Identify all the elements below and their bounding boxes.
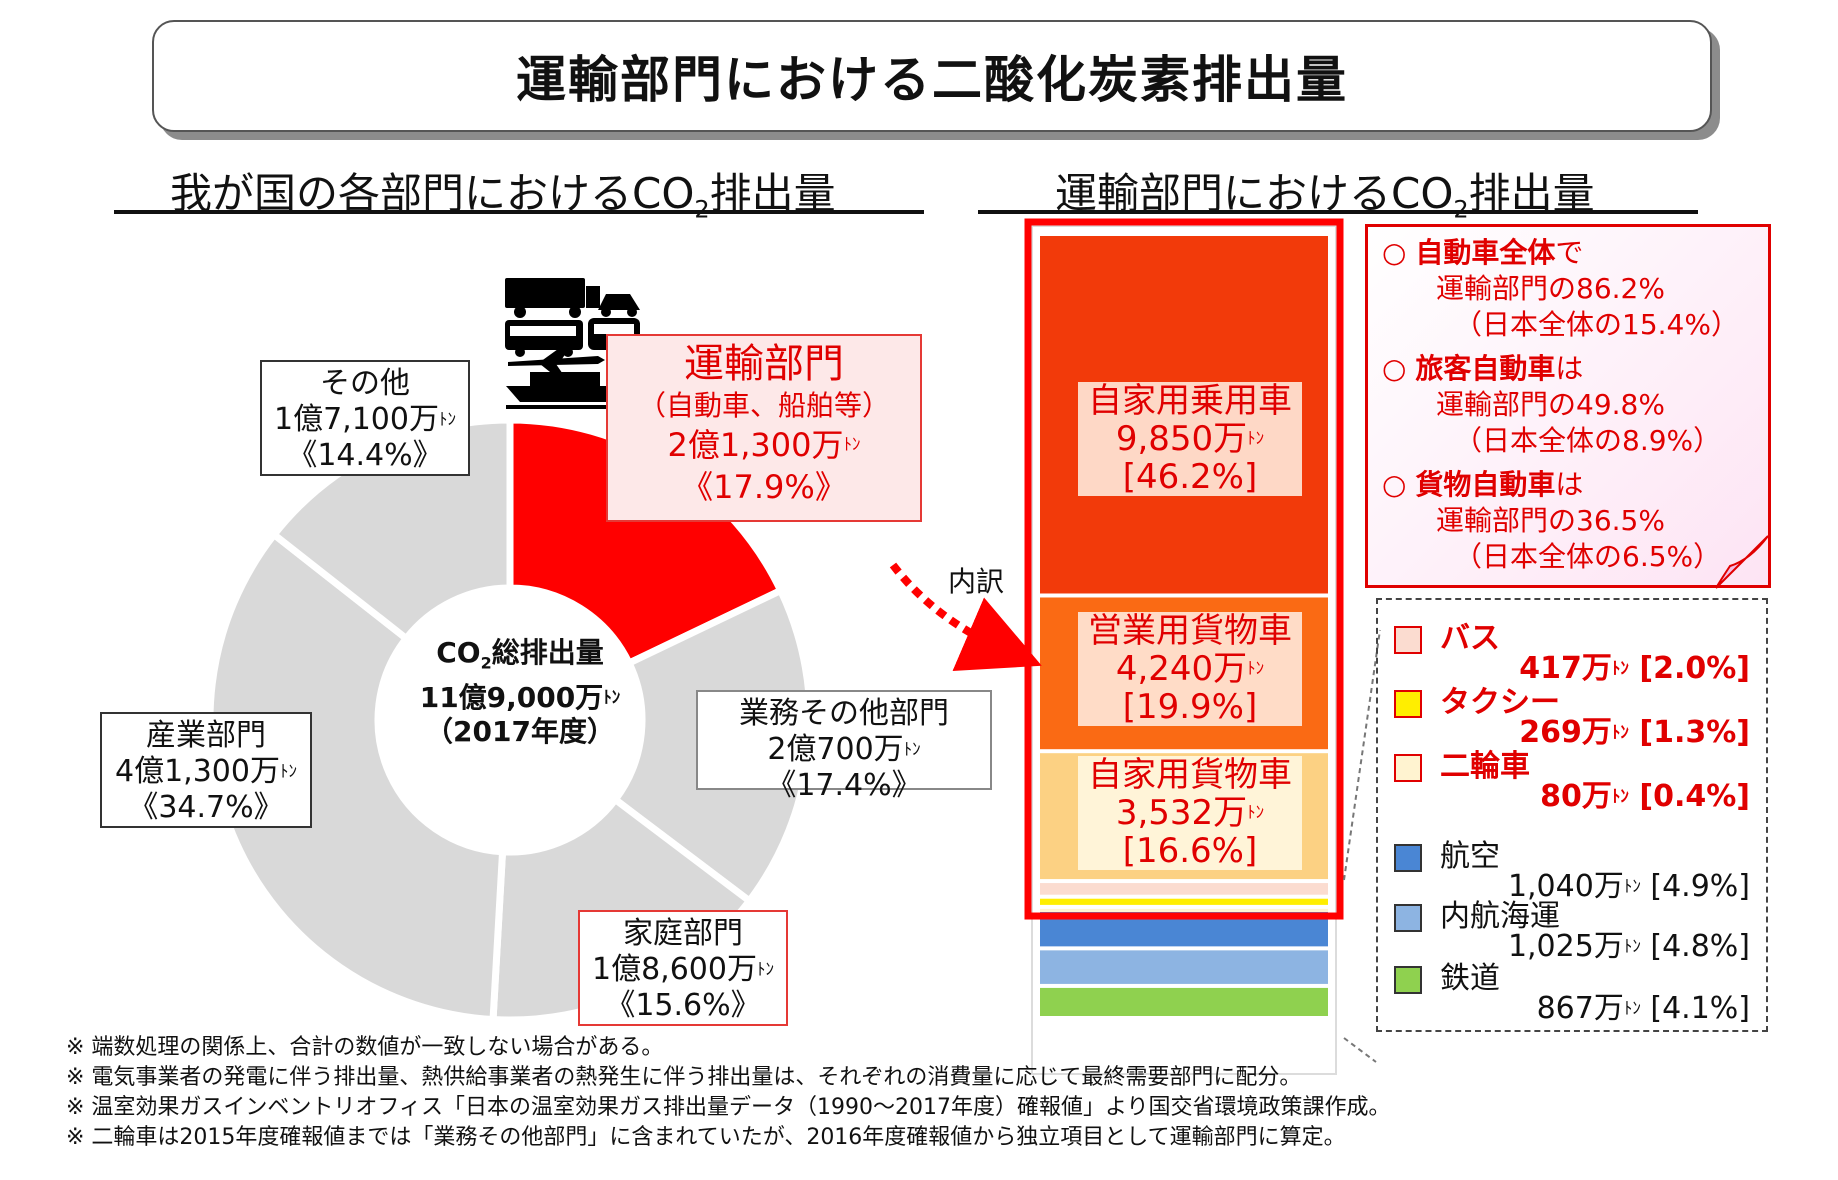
callout-item-passenger: ○ 旅客自動車は <box>1382 352 1584 385</box>
car-icon <box>598 294 640 317</box>
callout-freight-share: 運輸部門の36.5% <box>1436 504 1665 537</box>
note-2: ※ 電気事業者の発電に伴う排出量、熱供給事業者の熱発生に伴う排出量は、それぞれの… <box>66 1065 1302 1090</box>
bar-segment-8 <box>1040 987 1328 1016</box>
uchiwake-arrow <box>889 562 1042 671</box>
bar-segment-4 <box>1040 898 1328 905</box>
legend-swatch-motorcycle <box>1394 754 1422 782</box>
legend-name-railway: 鉄道 <box>1440 961 1500 996</box>
legend-value-shipping: 1,025万ﾄﾝ [4.8%] <box>1507 929 1750 964</box>
legend-name-bus: バス <box>1440 621 1500 656</box>
uchiwake-label: 内訳 <box>948 565 1005 598</box>
callout-item-freight: ○ 貨物自動車は <box>1382 468 1584 501</box>
bar-label-private-truck: 自家用貨物車 3,532万ﾄﾝ [16.6%] <box>1040 756 1340 870</box>
donut-label-industry: 産業部門 4億1,300万ﾄﾝ 《34.7%》 <box>100 712 312 828</box>
left-heading: 我が国の各部門におけるCO2排出量 <box>170 169 836 223</box>
left-heading-underline <box>114 210 924 214</box>
legend-name-motorcycle: 二輪車 <box>1440 749 1530 784</box>
donut-slice-0 <box>506 416 786 668</box>
legend-value-bus: 417万ﾄﾝ [2.0%] <box>1519 651 1750 686</box>
legend-value-taxi: 269万ﾄﾝ [1.3%] <box>1519 715 1750 750</box>
legend-name-shipping: 内航海運 <box>1440 899 1560 934</box>
callout-item-all-cars: ○ 自動車全体で <box>1382 236 1584 269</box>
bus-icon <box>505 320 583 357</box>
title-box: 運輸部門における二酸化炭素排出量 <box>152 20 1712 132</box>
note-3: ※ 温室効果ガスインベントリオフィス「日本の温室効果ガス排出量データ（1990～… <box>66 1095 1391 1120</box>
callout-all-cars-national: （日本全体の15.4%） <box>1454 308 1739 341</box>
legend-box: バス 417万ﾄﾝ [2.0%] タクシー 269万ﾄﾝ [1.3%] 二輪車 … <box>1376 598 1768 1032</box>
donut-label-transport: 運輸部門 （自動車、船舶等） 2億1,300万ﾄﾝ 《17.9%》 <box>606 334 922 522</box>
bar-label-commercial-truck: 営業用貨物車 4,240万ﾄﾝ [19.9%] <box>1040 612 1340 726</box>
legend-value-motorcycle: 80万ﾄﾝ [0.4%] <box>1540 779 1750 814</box>
bar-label-private-car: 自家用乗用車 9,850万ﾄﾝ [46.2%] <box>1040 382 1340 496</box>
donut-slice-3 <box>206 529 507 1024</box>
legend-swatch-aviation <box>1394 844 1422 872</box>
legend-swatch-shipping <box>1394 904 1422 932</box>
donut-label-business: 業務その他部門 2億700万ﾄﾝ 《17.4%》 <box>696 690 992 803</box>
legend-swatch-bus <box>1394 626 1422 654</box>
legend-swatch-taxi <box>1394 690 1422 718</box>
note-1: ※ 端数処理の関係上、合計の数値が一致しない場合がある。 <box>66 1035 664 1060</box>
bar-segment-5 <box>1040 908 1328 912</box>
legend-value-aviation: 1,040万ﾄﾝ [4.9%] <box>1507 869 1750 904</box>
legend-value-railway: 867万ﾄﾝ [4.1%] <box>1536 991 1750 1026</box>
donut-label-household: 家庭部門 1億8,600万ﾄﾝ 《15.6%》 <box>578 910 788 1026</box>
donut-center-label: CO2総排出量 11億9,000万ﾄﾝ （2017年度） <box>419 636 621 748</box>
legend-name-aviation: 航空 <box>1440 839 1500 874</box>
legend-name-taxi: タクシー <box>1440 685 1560 720</box>
truck-icon <box>505 278 600 318</box>
note-4: ※ 二輪車は2015年度確報値までは「業務その他部門」に含まれていたが、2016… <box>66 1125 1346 1150</box>
right-heading-underline <box>978 210 1698 214</box>
callout-box: ○ 自動車全体で 運輸部門の86.2% （日本全体の15.4%） ○ 旅客自動車… <box>1365 224 1771 588</box>
legend-swatch-railway <box>1394 966 1422 994</box>
road-vehicle-highlight <box>1024 218 1344 920</box>
legend-connector-top <box>1343 629 1381 881</box>
callout-freight-national: （日本全体の6.5%） <box>1454 540 1722 573</box>
bar-segment-7 <box>1040 950 1328 984</box>
bar-segment-3 <box>1040 883 1328 895</box>
callout-passenger-national: （日本全体の8.9%） <box>1454 424 1722 457</box>
right-heading: 運輸部門におけるCO2排出量 <box>1055 169 1595 223</box>
page-title: 運輸部門における二酸化炭素排出量 <box>516 51 1348 109</box>
callout-all-cars-share: 運輸部門の86.2% <box>1436 272 1665 305</box>
legend-connector-bottom <box>1343 1037 1377 1063</box>
donut-label-other: その他 1億7,100万ﾄﾝ 《14.4%》 <box>260 360 470 476</box>
callout-passenger-share: 運輸部門の49.8% <box>1436 388 1665 421</box>
